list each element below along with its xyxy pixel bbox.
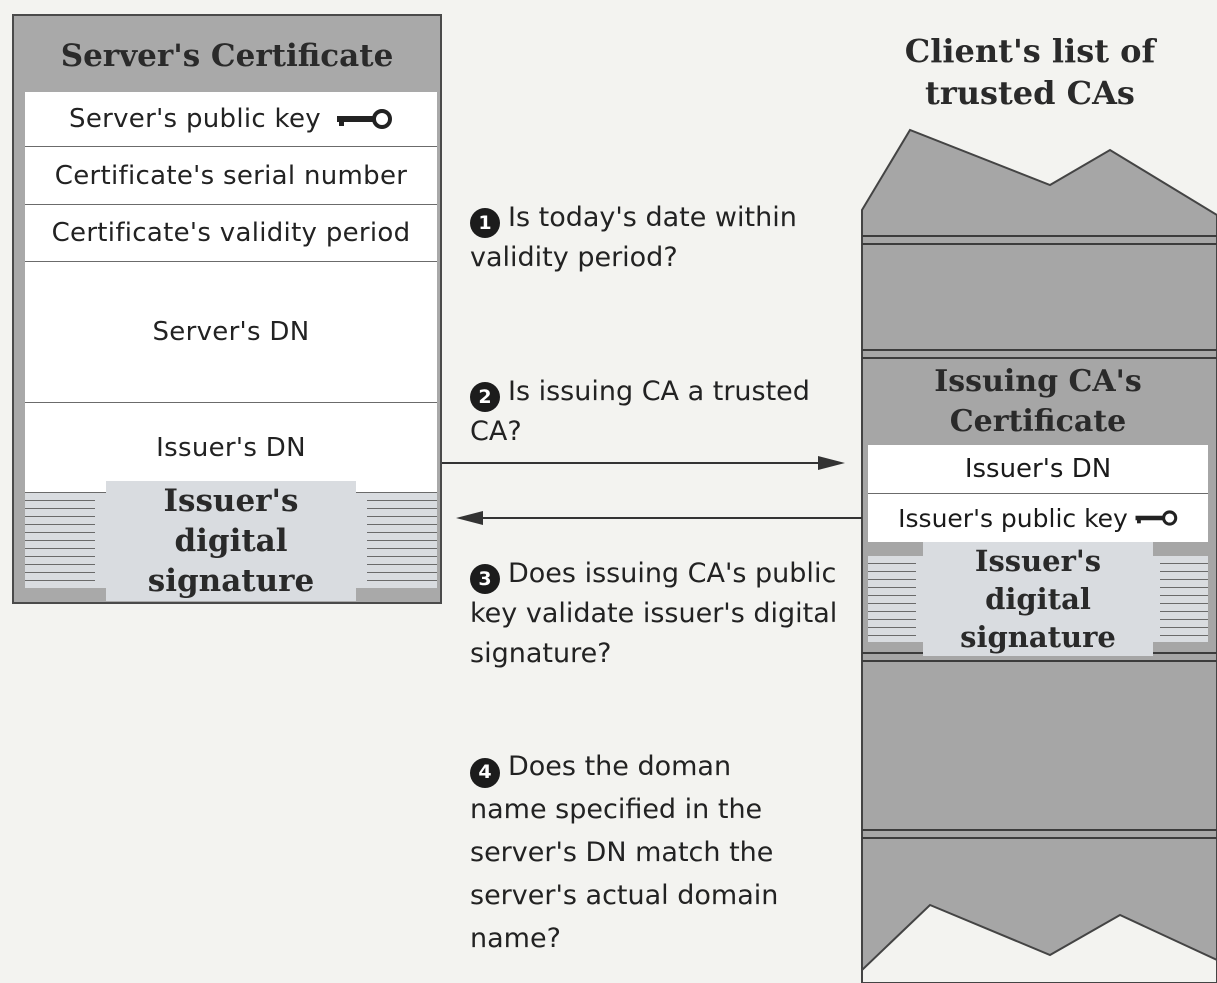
issuing-ca-certificate-title: Issuing CA's Certificate	[934, 364, 1142, 439]
step-3-badge: 3	[470, 564, 500, 594]
arrow-from-ca	[456, 511, 862, 525]
ca-field-public-key: Issuer's public key	[868, 494, 1208, 542]
signature-label: Issuer's digital signature	[106, 480, 356, 601]
step-4-badge: 4	[470, 757, 500, 788]
step-2-text: Is issuing CA a trusted CA?	[470, 376, 810, 447]
server-certificate: Server's Certificate Server's public key…	[12, 14, 442, 604]
ca-field-issuer-dn: Issuer's DN	[868, 445, 1208, 494]
server-cert-signature: Issuer's digital signature	[25, 480, 437, 601]
ca-signature-label: Issuer's digital signature	[923, 542, 1153, 656]
field-server-public-key: Server's public key	[25, 92, 437, 147]
ca-public-key-label: Issuer's public key	[898, 503, 1128, 533]
field-validity-period: Certificate's validity period	[25, 205, 437, 262]
step-4-text: Does the doman name specified in the ser…	[470, 751, 779, 954]
field-server-dn: Server's DN	[25, 262, 437, 403]
ca-cert-signature: Issuer's digital signature	[868, 542, 1208, 656]
arrow-to-ca	[442, 456, 845, 470]
step-3-text: Does issuing CA's public key validate is…	[470, 558, 838, 669]
list-bottom-cut	[861, 903, 1217, 983]
key-icon	[1135, 510, 1178, 526]
step-1-text: Is today's date within validity period?	[470, 202, 797, 273]
step-1-badge: 1	[470, 208, 500, 238]
field-serial-number: Certificate's serial number	[25, 147, 437, 205]
server-public-key-label: Server's public key	[69, 104, 321, 134]
step-2-badge: 2	[470, 382, 500, 412]
client-list-title: Client's list of trusted CAs	[904, 32, 1156, 112]
key-icon	[336, 109, 392, 129]
server-certificate-title: Server's Certificate	[60, 38, 394, 74]
